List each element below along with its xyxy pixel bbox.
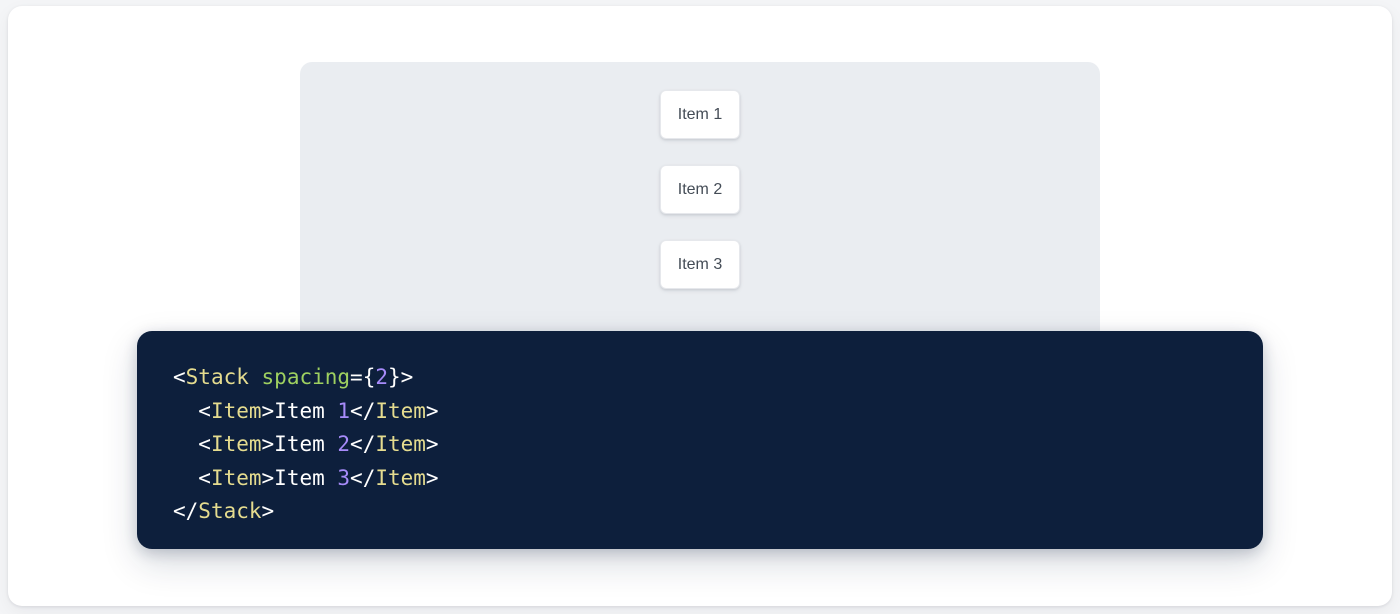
code-token-punct: </: [350, 432, 376, 456]
code-token-punct: >: [425, 465, 439, 490]
code-token-punct: >: [425, 398, 439, 423]
code-token-punct: >: [261, 499, 275, 523]
code-token-punct: >: [261, 398, 275, 423]
code-token-punct: <: [173, 398, 211, 423]
code-token-tag: Stack: [198, 499, 262, 523]
code-snippet-text: <Stack spacing={2}> <Item>Item 1</Item> …: [173, 361, 1263, 529]
code-token-attr: spacing: [261, 365, 351, 389]
code-line: <Item>Item 3</Item>: [173, 462, 1263, 496]
code-token-punct: </: [350, 398, 376, 423]
code-snippet-block[interactable]: <Stack spacing={2}> <Item>Item 1</Item> …: [137, 331, 1263, 549]
code-token-punct: </: [350, 465, 376, 490]
code-token-punct: [249, 365, 262, 389]
code-content: <Stack spacing={2}> <Item>Item 1</Item> …: [173, 361, 1263, 529]
code-token-num: 1: [337, 398, 351, 423]
stack-item-label: Item 2: [677, 180, 723, 198]
code-line: <Item>Item 1</Item>: [173, 395, 1263, 429]
code-line: <Stack spacing={2}>: [173, 361, 1263, 395]
code-token-punct: >: [425, 432, 439, 456]
code-token-tag: Item: [375, 398, 426, 423]
code-token-text: Item: [274, 432, 338, 456]
code-token-punct: <: [173, 432, 211, 456]
code-token-punct: <: [173, 465, 211, 490]
code-token-punct: ={: [350, 365, 376, 389]
code-token-tag: Item: [210, 432, 262, 456]
component-preview-panel: Item 1 Item 2 Item 3: [300, 62, 1100, 362]
stack-container: Item 1 Item 2 Item 3: [660, 90, 740, 289]
list-item[interactable]: Item 2: [660, 165, 740, 214]
stack-item-label: Item 1: [677, 105, 723, 123]
code-token-tag: Item: [375, 465, 426, 490]
code-line: <Item>Item 2</Item>: [173, 428, 1263, 462]
code-token-punct: >: [261, 465, 275, 490]
code-token-tag: Stack: [185, 365, 249, 389]
page-card: Item 1 Item 2 Item 3 <Stack spacing={2}>…: [8, 6, 1392, 606]
code-token-punct: <: [173, 365, 186, 389]
stack-item-label: Item 3: [677, 255, 723, 273]
list-item[interactable]: Item 3: [660, 240, 740, 289]
code-token-text: Item: [274, 465, 338, 490]
code-token-punct: </: [173, 499, 199, 523]
code-token-num: 2: [337, 432, 351, 456]
code-token-num: 2: [375, 365, 388, 389]
code-token-num: 3: [337, 465, 351, 490]
code-token-punct: }>: [388, 365, 414, 389]
code-token-text: Item: [274, 398, 338, 423]
list-item[interactable]: Item 1: [660, 90, 740, 139]
code-token-tag: Item: [210, 465, 262, 490]
code-token-punct: >: [261, 432, 275, 456]
code-token-tag: Item: [375, 432, 426, 456]
code-token-tag: Item: [210, 398, 262, 423]
code-line: </Stack>: [173, 495, 1263, 529]
